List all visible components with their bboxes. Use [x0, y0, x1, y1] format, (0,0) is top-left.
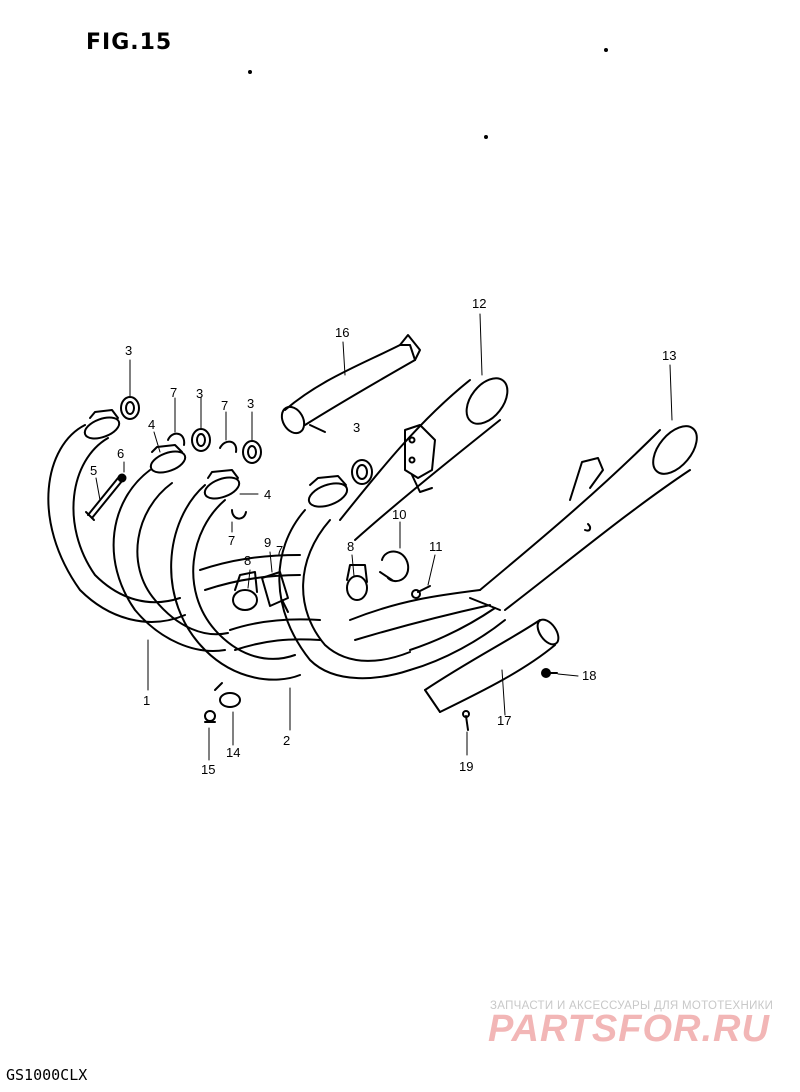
clamp-14 — [214, 682, 241, 708]
stud-bolt-5 — [85, 477, 123, 521]
callout-4: 4 — [264, 487, 271, 502]
muffler-13 — [479, 425, 698, 611]
bolt-15 — [204, 710, 216, 723]
figure-title: FIG.15 — [86, 30, 173, 55]
flange-4 — [83, 409, 349, 508]
leader-lines — [95, 313, 673, 761]
callout-8: 8 — [347, 539, 354, 554]
bolt-11 — [411, 585, 431, 599]
heat-shield-16 — [280, 334, 421, 435]
callout-9: 9 — [264, 535, 271, 550]
gasket-3 — [120, 396, 373, 485]
callout-3: 3 — [196, 386, 203, 401]
callout-8: 8 — [244, 553, 251, 568]
muffler-12 — [339, 377, 509, 541]
callout-5: 5 — [90, 463, 97, 478]
callout-14: 14 — [226, 745, 240, 760]
clamp-10 — [379, 550, 410, 583]
callout-10: 10 — [392, 507, 406, 522]
model-code: GS1000CLX — [6, 1066, 88, 1084]
callout-7: 7 — [228, 533, 235, 548]
callout-7: 7 — [221, 398, 228, 413]
callout-17: 17 — [497, 713, 511, 728]
callout-11: 11 — [429, 539, 443, 554]
connector-8 — [232, 564, 368, 611]
callout-19: 19 — [459, 759, 473, 774]
callout-4: 4 — [148, 417, 155, 432]
callout-1: 1 — [143, 693, 150, 708]
exhaust-pipe-1 — [47, 424, 229, 652]
exhaust-pipe-2 — [170, 484, 411, 681]
callout-16: 16 — [335, 325, 349, 340]
callout-12: 12 — [472, 296, 486, 311]
nut-6 — [117, 473, 127, 483]
callout-2: 2 — [283, 733, 290, 748]
exhaust-collector — [199, 554, 506, 671]
callout-labels: 1 2 3 3 3 3 4 4 5 6 7 7 7 7 8 8 9 10 11 … — [90, 296, 676, 777]
callout-6: 6 — [117, 446, 124, 461]
callout-13: 13 — [662, 348, 676, 363]
screw-19 — [462, 710, 470, 731]
callout-18: 18 — [582, 668, 596, 683]
retainer-7 — [167, 432, 247, 520]
screw-18 — [541, 668, 558, 678]
watermark-tagline: ЗАПЧАСТИ И АКСЕССУАРЫ ДЛЯ МОТОТЕХНИКИ — [490, 1000, 774, 1012]
watermark-logo: PARTSFOR.RU — [488, 1008, 770, 1050]
callout-7: 7 — [276, 543, 283, 558]
callout-15: 15 — [201, 762, 215, 777]
callout-3: 3 — [353, 420, 360, 435]
clamp-9 — [261, 571, 289, 613]
callout-3: 3 — [125, 343, 132, 358]
callout-3: 3 — [247, 396, 254, 411]
callout-7: 7 — [170, 385, 177, 400]
heat-shield-17 — [424, 618, 560, 713]
